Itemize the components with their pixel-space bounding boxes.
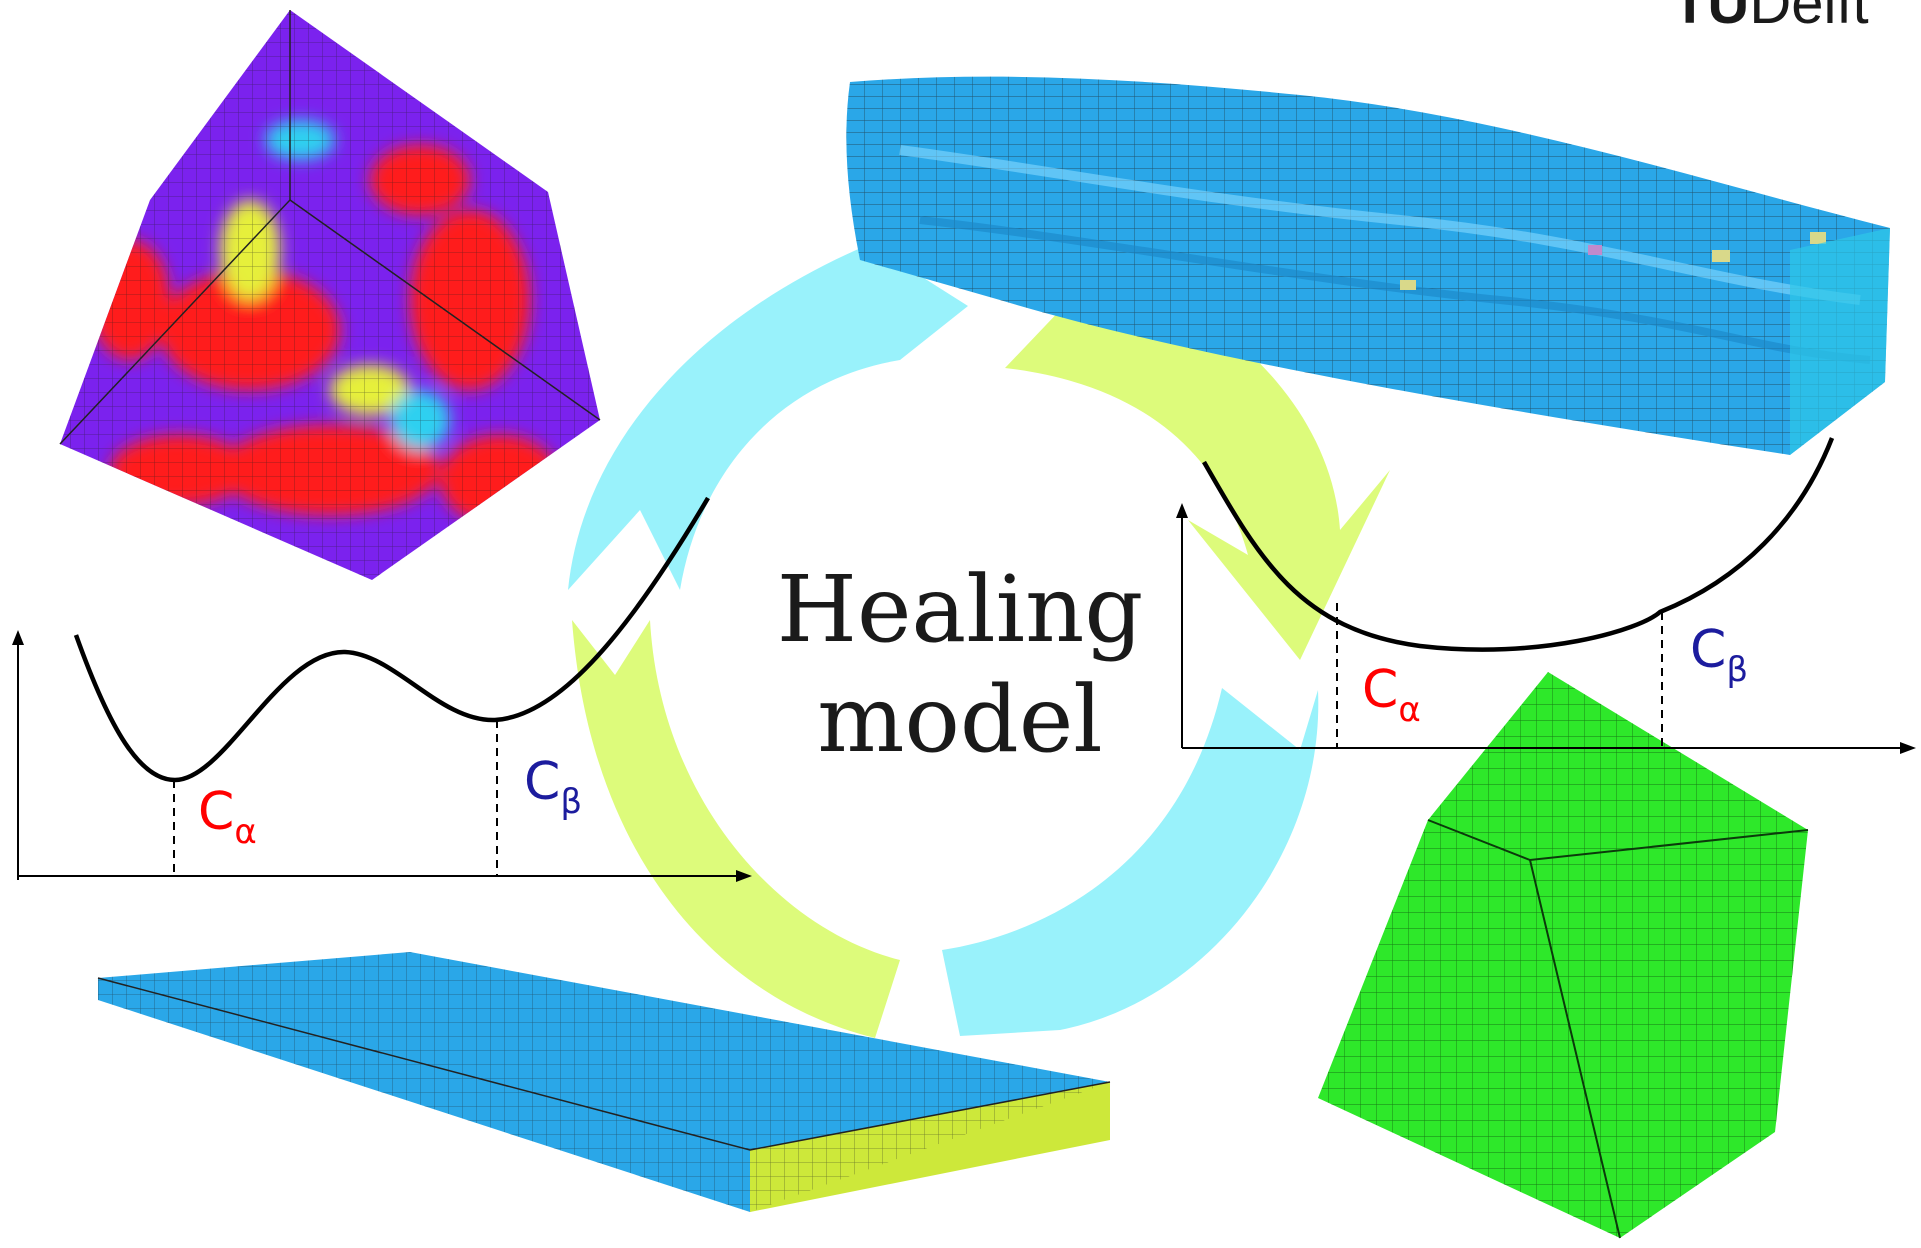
cycle-arrow-top-left [568,244,968,590]
c-alpha-symbol-left: C [198,782,235,842]
c-beta-subscript-left: β [560,782,583,822]
phase-field-slab-regular [97,952,1111,1212]
y-axis-arrow-right [1176,503,1188,518]
c-beta-label-left: Cβ [524,752,582,822]
logo-suffix: Delft [1749,0,1869,36]
c-beta-symbol-right: C [1690,620,1727,680]
phase-field-cube-red [59,10,601,580]
cycle-arrows [568,244,1390,1038]
c-alpha-label-right: Cα [1362,660,1421,730]
c-beta-subscript-right: β [1726,650,1749,690]
cycle-arrow-top-right [1005,244,1390,660]
free-energy-plot-left [12,496,752,882]
healing-model-title: Healing model [700,555,1220,775]
title-line-1: Healing [776,556,1144,663]
phase-field-cube-green [1318,672,1809,1239]
c-beta-symbol-left: C [524,752,561,812]
logo-prefix: TU [1672,0,1750,36]
tu-delft-logo: TUDelft [1672,0,1869,37]
double-well-curve [73,496,710,783]
single-well-curve [1202,437,1835,652]
c-alpha-subscript-right: α [1398,690,1421,730]
cycle-arrow-bottom-right [942,688,1319,1036]
c-alpha-label-left: Cα [198,782,257,852]
cycle-arrow-bottom-left [572,620,900,1038]
x-axis-arrow-left [736,870,752,882]
y-axis-arrow-left [12,630,24,645]
c-alpha-subscript-left: α [234,812,257,852]
free-energy-plot-right [1176,437,1916,754]
x-axis-arrow-right [1900,742,1916,754]
c-alpha-symbol-right: C [1362,660,1399,720]
title-line-2: model [817,666,1103,773]
phase-field-slab-wavy [846,76,1890,455]
c-beta-label-right: Cβ [1690,620,1748,690]
